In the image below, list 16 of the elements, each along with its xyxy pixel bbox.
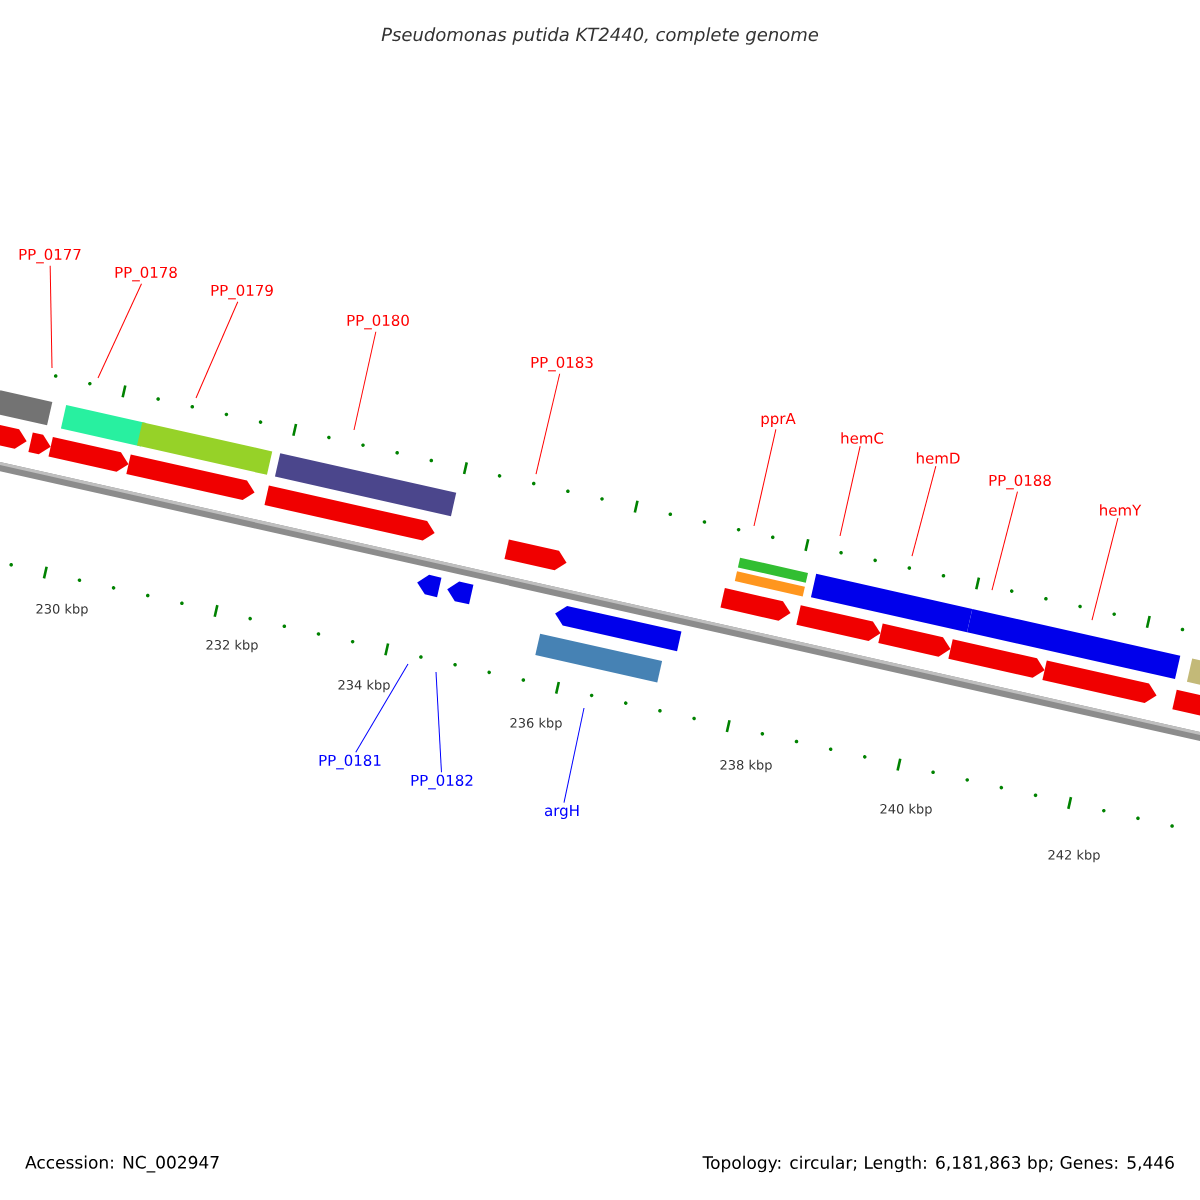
leader-line	[753, 428, 777, 527]
leader-line	[355, 663, 409, 753]
leader-line	[353, 331, 377, 431]
leader-line	[563, 707, 585, 804]
leader-line	[97, 283, 142, 379]
leader-line	[195, 301, 239, 399]
leader-line	[839, 445, 861, 537]
title: Pseudomonas putida KT2440, complete genome	[381, 27, 819, 45]
leader-line	[911, 465, 937, 557]
genome-info-text: Topology: circular; Length: 6,181,863 bp; Genes: 5,446	[702, 1155, 1174, 1173]
leader-line	[49, 265, 53, 369]
leader-line	[1091, 517, 1119, 621]
leader-line	[535, 373, 561, 475]
leader-line	[435, 671, 442, 773]
accession-text: Accession: NC_002947	[25, 1155, 219, 1173]
leader-line	[991, 491, 1018, 591]
